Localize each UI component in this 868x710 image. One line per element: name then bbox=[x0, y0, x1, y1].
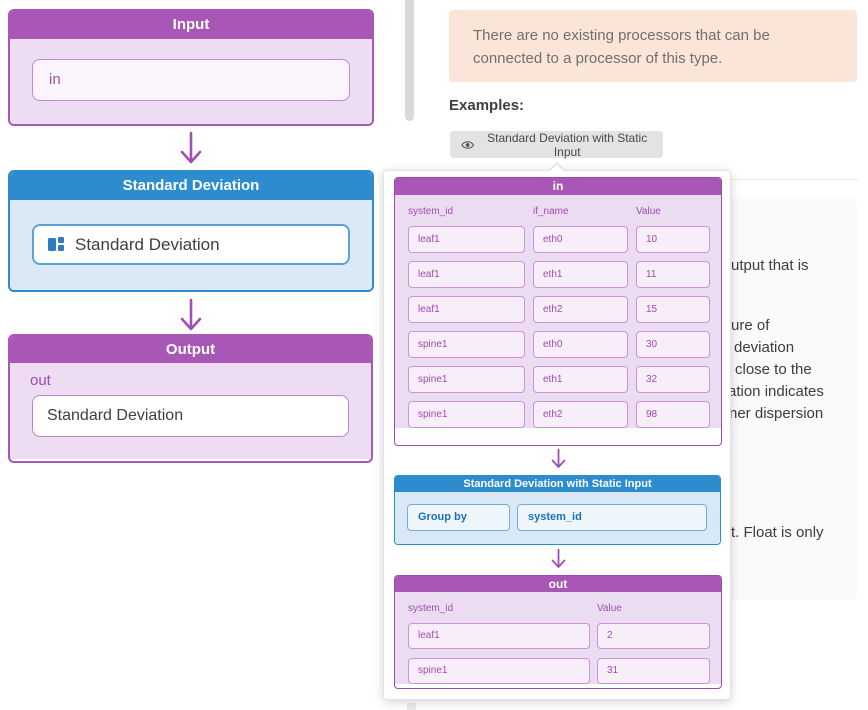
table-cell: eth0 bbox=[533, 331, 628, 358]
group-by-value-field: system_id bbox=[517, 504, 707, 531]
out-table-title: out bbox=[395, 576, 721, 592]
group-by-label-field: Group by bbox=[407, 504, 510, 531]
table-cell: leaf1 bbox=[408, 226, 525, 253]
table-cell: spine1 bbox=[408, 401, 525, 428]
arrow-down-icon bbox=[551, 548, 566, 568]
input-box-body: in bbox=[10, 39, 372, 124]
example-in-table: in system_id if_name Value leaf1 eth0 10… bbox=[394, 177, 722, 446]
table-cell: 32 bbox=[636, 366, 710, 393]
processor-box: Standard Deviation Standard Deviation bbox=[8, 170, 374, 292]
table-cell: eth2 bbox=[533, 296, 628, 323]
doc-text-fragment: t. Float is only bbox=[731, 524, 824, 541]
table-cell: 30 bbox=[636, 331, 710, 358]
table-cell: eth1 bbox=[533, 261, 628, 288]
example-processor-title: Standard Deviation with Static Input bbox=[395, 476, 720, 492]
table-cell: 2 bbox=[597, 623, 710, 649]
column-header: Value bbox=[597, 603, 622, 614]
input-box-title: Input bbox=[10, 11, 372, 39]
table-cell: spine1 bbox=[408, 366, 525, 393]
column-header: system_id bbox=[408, 206, 454, 217]
output-box-body: out Standard Deviation bbox=[10, 363, 371, 459]
arrow-down-icon bbox=[180, 131, 202, 164]
example-processor-body: Group by system_id bbox=[395, 492, 720, 544]
table-cell: eth1 bbox=[533, 366, 628, 393]
example-processor-box: Standard Deviation with Static Input Gro… bbox=[394, 475, 721, 545]
example-preview-button[interactable]: Standard Deviation with Static Input bbox=[450, 130, 663, 159]
processor-box-body: Standard Deviation bbox=[10, 200, 372, 290]
column-header: system_id bbox=[408, 603, 454, 614]
table-cell: leaf1 bbox=[408, 296, 525, 323]
column-header: if_name bbox=[533, 206, 569, 217]
input-in-field[interactable]: in bbox=[32, 59, 350, 101]
doc-text-fragment: utput that is bbox=[731, 257, 809, 274]
output-port-label: out bbox=[30, 372, 51, 389]
grid-icon bbox=[48, 236, 64, 251]
table-cell: eth2 bbox=[533, 401, 628, 428]
table-cell: leaf1 bbox=[408, 623, 590, 649]
table-cell: 11 bbox=[636, 261, 710, 288]
no-processors-notice: There are no existing processors that ca… bbox=[449, 10, 857, 82]
doc-text-fragment: ner dispersion bbox=[729, 405, 824, 422]
scrollbar-thumb-lower[interactable] bbox=[407, 703, 416, 710]
example-button-label: Standard Deviation with Static Input bbox=[487, 130, 648, 159]
in-table-title: in bbox=[395, 178, 721, 195]
table-cell: leaf1 bbox=[408, 261, 525, 288]
doc-text-fragment: ation indicates bbox=[728, 383, 824, 400]
example-popup: in system_id if_name Value leaf1 eth0 10… bbox=[383, 162, 731, 700]
output-field[interactable]: Standard Deviation bbox=[32, 395, 349, 437]
table-cell: spine1 bbox=[408, 658, 590, 684]
processor-field[interactable]: Standard Deviation bbox=[32, 224, 350, 265]
table-cell: eth0 bbox=[533, 226, 628, 253]
scrollbar-thumb[interactable] bbox=[405, 0, 414, 121]
arrow-down-icon bbox=[180, 298, 202, 331]
input-box: Input in bbox=[8, 9, 374, 126]
popup-caret-icon bbox=[548, 162, 566, 172]
doc-text-fragment: ure of bbox=[731, 317, 770, 334]
arrow-down-icon bbox=[551, 448, 566, 468]
eye-icon bbox=[461, 140, 475, 149]
output-box: Output out Standard Deviation bbox=[8, 334, 373, 463]
table-cell: 15 bbox=[636, 296, 710, 323]
column-header: Value bbox=[636, 206, 661, 217]
example-out-table: out system_id Value leaf1 2 spine1 31 bbox=[394, 575, 722, 689]
in-table-body: system_id if_name Value leaf1 eth0 10 le… bbox=[395, 195, 721, 428]
table-cell: spine1 bbox=[408, 331, 525, 358]
table-cell: 10 bbox=[636, 226, 710, 253]
notice-text: There are no existing processors that ca… bbox=[473, 27, 770, 67]
examples-label: Examples: bbox=[449, 97, 525, 114]
processor-box-title: Standard Deviation bbox=[10, 172, 372, 200]
out-table-body: system_id Value leaf1 2 spine1 31 bbox=[395, 592, 721, 684]
doc-text-fragment: close to the bbox=[735, 361, 812, 378]
table-cell: 31 bbox=[597, 658, 710, 684]
table-cell: 98 bbox=[636, 401, 710, 428]
output-box-title: Output bbox=[10, 336, 371, 363]
doc-text-fragment: deviation bbox=[734, 339, 795, 356]
processor-field-label: Standard Deviation bbox=[75, 234, 220, 254]
